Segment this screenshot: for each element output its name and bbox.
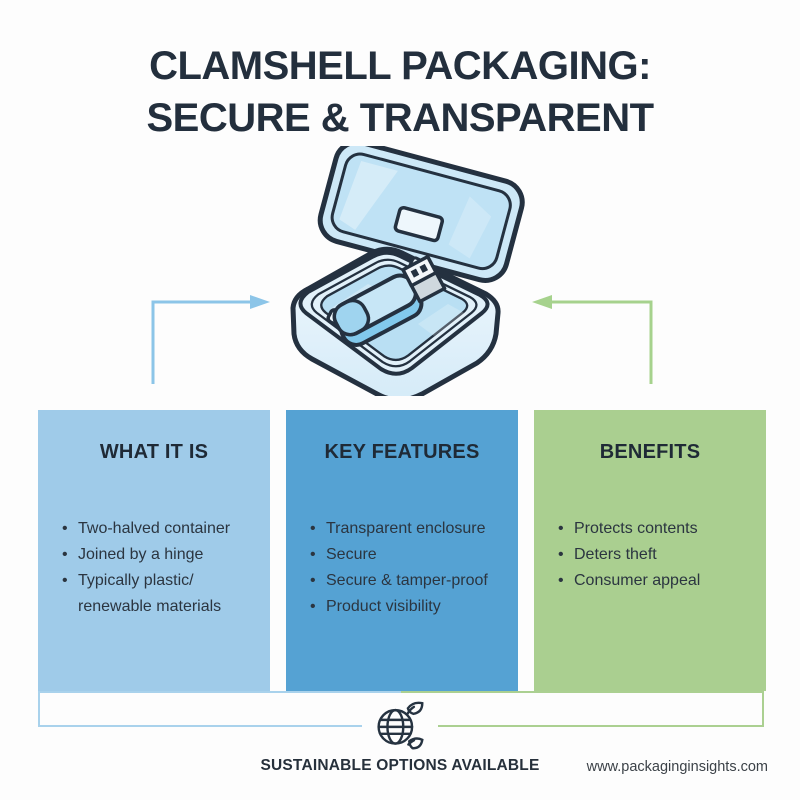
globe-leaf-icon xyxy=(377,701,424,750)
usb-drive xyxy=(332,254,447,347)
clamshell-illustration xyxy=(290,146,525,396)
website-url: www.packaginginsights.com xyxy=(586,759,768,775)
column-bullet-list: Protects contents Deters theft Consumer … xyxy=(534,516,766,594)
connector-bracket-right xyxy=(401,691,764,727)
page-title-line-1: CLAMSHELL PACKAGING: xyxy=(149,44,651,88)
list-item: Two-halved container xyxy=(62,516,264,542)
list-item: Consumer appeal xyxy=(558,568,760,594)
list-item: Joined by a hinge xyxy=(62,542,264,568)
column-benefits: BENEFITS Protects contents Deters theft … xyxy=(534,410,766,691)
connector-bracket-left xyxy=(38,691,401,727)
list-item: Typically plastic/ renewable materials xyxy=(62,568,264,620)
list-item: Product visibility xyxy=(310,594,512,620)
sustainable-options-label: SUSTAINABLE OPTIONS AVAILABLE xyxy=(260,757,540,774)
page-title: CLAMSHELL PACKAGING: SECURE & TRANSPAREN… xyxy=(0,40,800,144)
list-item: Transparent enclosure xyxy=(310,516,512,542)
left-arrow-icon xyxy=(151,295,270,384)
list-item: Secure & tamper-proof xyxy=(310,568,512,594)
column-heading: WHAT IT IS xyxy=(99,441,209,463)
column-heading: BENEFITS xyxy=(599,441,701,463)
right-arrow-icon xyxy=(532,295,653,384)
column-what-it-is: WHAT IT IS Two-halved container Joined b… xyxy=(38,410,270,691)
column-key-features: KEY FEATURES Transparent enclosure Secur… xyxy=(286,410,518,691)
list-item: Secure xyxy=(310,542,512,568)
page-title-line-2: SECURE & TRANSPARENT xyxy=(146,96,654,140)
globe-icon-holder xyxy=(362,699,438,751)
column-bullet-list: Transparent enclosure Secure Secure & ta… xyxy=(286,516,518,620)
list-item: Protects contents xyxy=(558,516,760,542)
column-heading: KEY FEATURES xyxy=(324,441,480,463)
column-bullet-list: Two-halved container Joined by a hinge T… xyxy=(38,516,270,620)
clamshell-lid xyxy=(317,146,525,283)
list-item: Deters theft xyxy=(558,542,760,568)
